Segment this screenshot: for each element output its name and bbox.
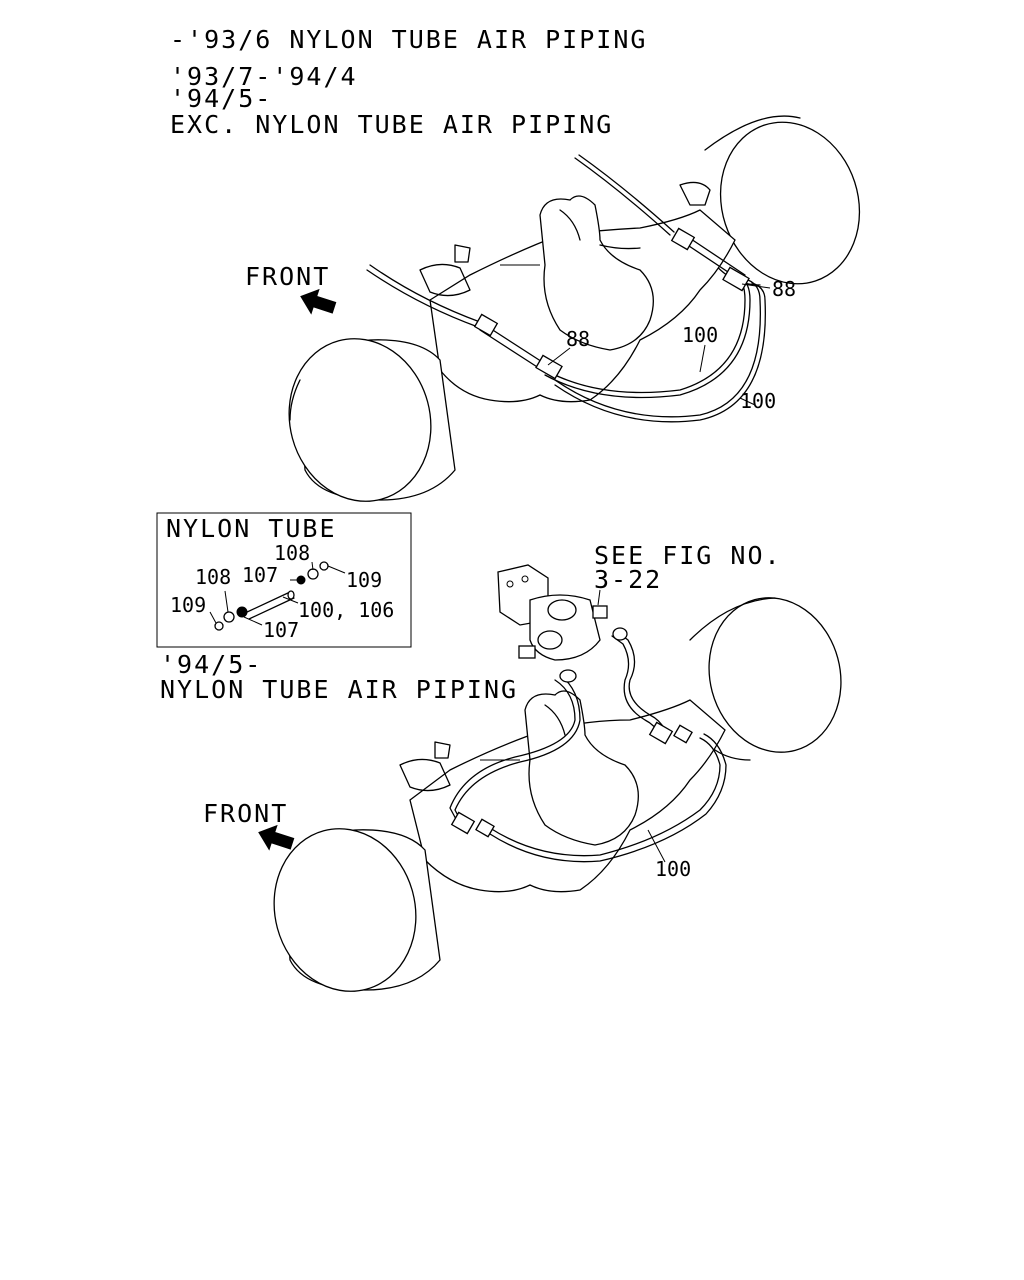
bottom-header-line-1: '94/5- xyxy=(160,650,262,679)
bottom-front-arrow-icon xyxy=(258,824,295,851)
bottom-axle-assembly xyxy=(273,564,842,992)
header-line-1: -'93/6 NYLON TUBE AIR PIPING xyxy=(170,25,647,54)
top-callout-88-left: 88 xyxy=(566,327,590,351)
top-front-label: FRONT xyxy=(245,262,330,291)
bottom-left-wheel xyxy=(273,828,441,992)
inset-part-108-lower xyxy=(223,611,235,623)
load-sensing-valve xyxy=(497,564,608,661)
inset-callout-109-upper: 109 xyxy=(346,568,382,592)
bottom-fitting-left xyxy=(450,811,476,835)
see-fig-line-2: 3-22 xyxy=(594,565,662,594)
header-line-3: '94/5- xyxy=(170,84,272,113)
bottom-callout-100: 100 xyxy=(655,857,691,881)
see-fig-line-1: SEE FIG NO. xyxy=(594,541,782,570)
inset-callout-107-upper: 107 xyxy=(242,563,278,587)
bottom-hose-100 xyxy=(489,737,721,857)
inset-part-107-lower xyxy=(236,606,248,618)
top-callout-100-upper: 100 xyxy=(682,323,718,347)
top-fitting-right xyxy=(670,227,696,251)
bottom-header-line-2: NYLON TUBE AIR PIPING xyxy=(160,675,518,704)
top-callout-100-lower: 100 xyxy=(740,389,776,413)
top-left-wheel xyxy=(288,338,456,502)
inset-title: NYLON TUBE xyxy=(166,514,337,543)
inset-callout-109-lower: 109 xyxy=(170,593,206,617)
nylon-tube-inset: NYLON TUBE 108 107 109 108 109 100, 106 … xyxy=(156,512,412,648)
inset-callout-107-lower: 107 xyxy=(263,618,299,642)
inset-callout-100-106: 100, 106 xyxy=(298,598,394,622)
bottom-front-label: FRONT xyxy=(203,799,288,828)
top-hose-100-b xyxy=(554,279,762,418)
bottom-differential xyxy=(524,690,639,846)
top-right-wheel xyxy=(699,115,861,286)
header-line-2: '93/7-'94/4 xyxy=(170,62,358,91)
top-callout-88-right: 88 xyxy=(772,277,796,301)
inset-callout-108-lower: 108 xyxy=(195,565,231,589)
top-axle-assembly xyxy=(288,115,861,502)
inset-callout-108-upper: 108 xyxy=(274,541,310,565)
top-differential xyxy=(539,195,654,351)
bottom-fitting-right xyxy=(648,721,674,745)
inset-part-108-upper xyxy=(307,568,319,580)
inset-part-109-upper xyxy=(319,561,329,571)
top-fitting-left xyxy=(473,313,499,337)
bottom-right-wheel xyxy=(689,597,842,761)
header-line-4: EXC. NYLON TUBE AIR PIPING xyxy=(170,110,613,139)
top-front-arrow-icon xyxy=(300,288,337,315)
inset-frame xyxy=(156,512,412,648)
inset-part-109-lower xyxy=(214,621,224,631)
